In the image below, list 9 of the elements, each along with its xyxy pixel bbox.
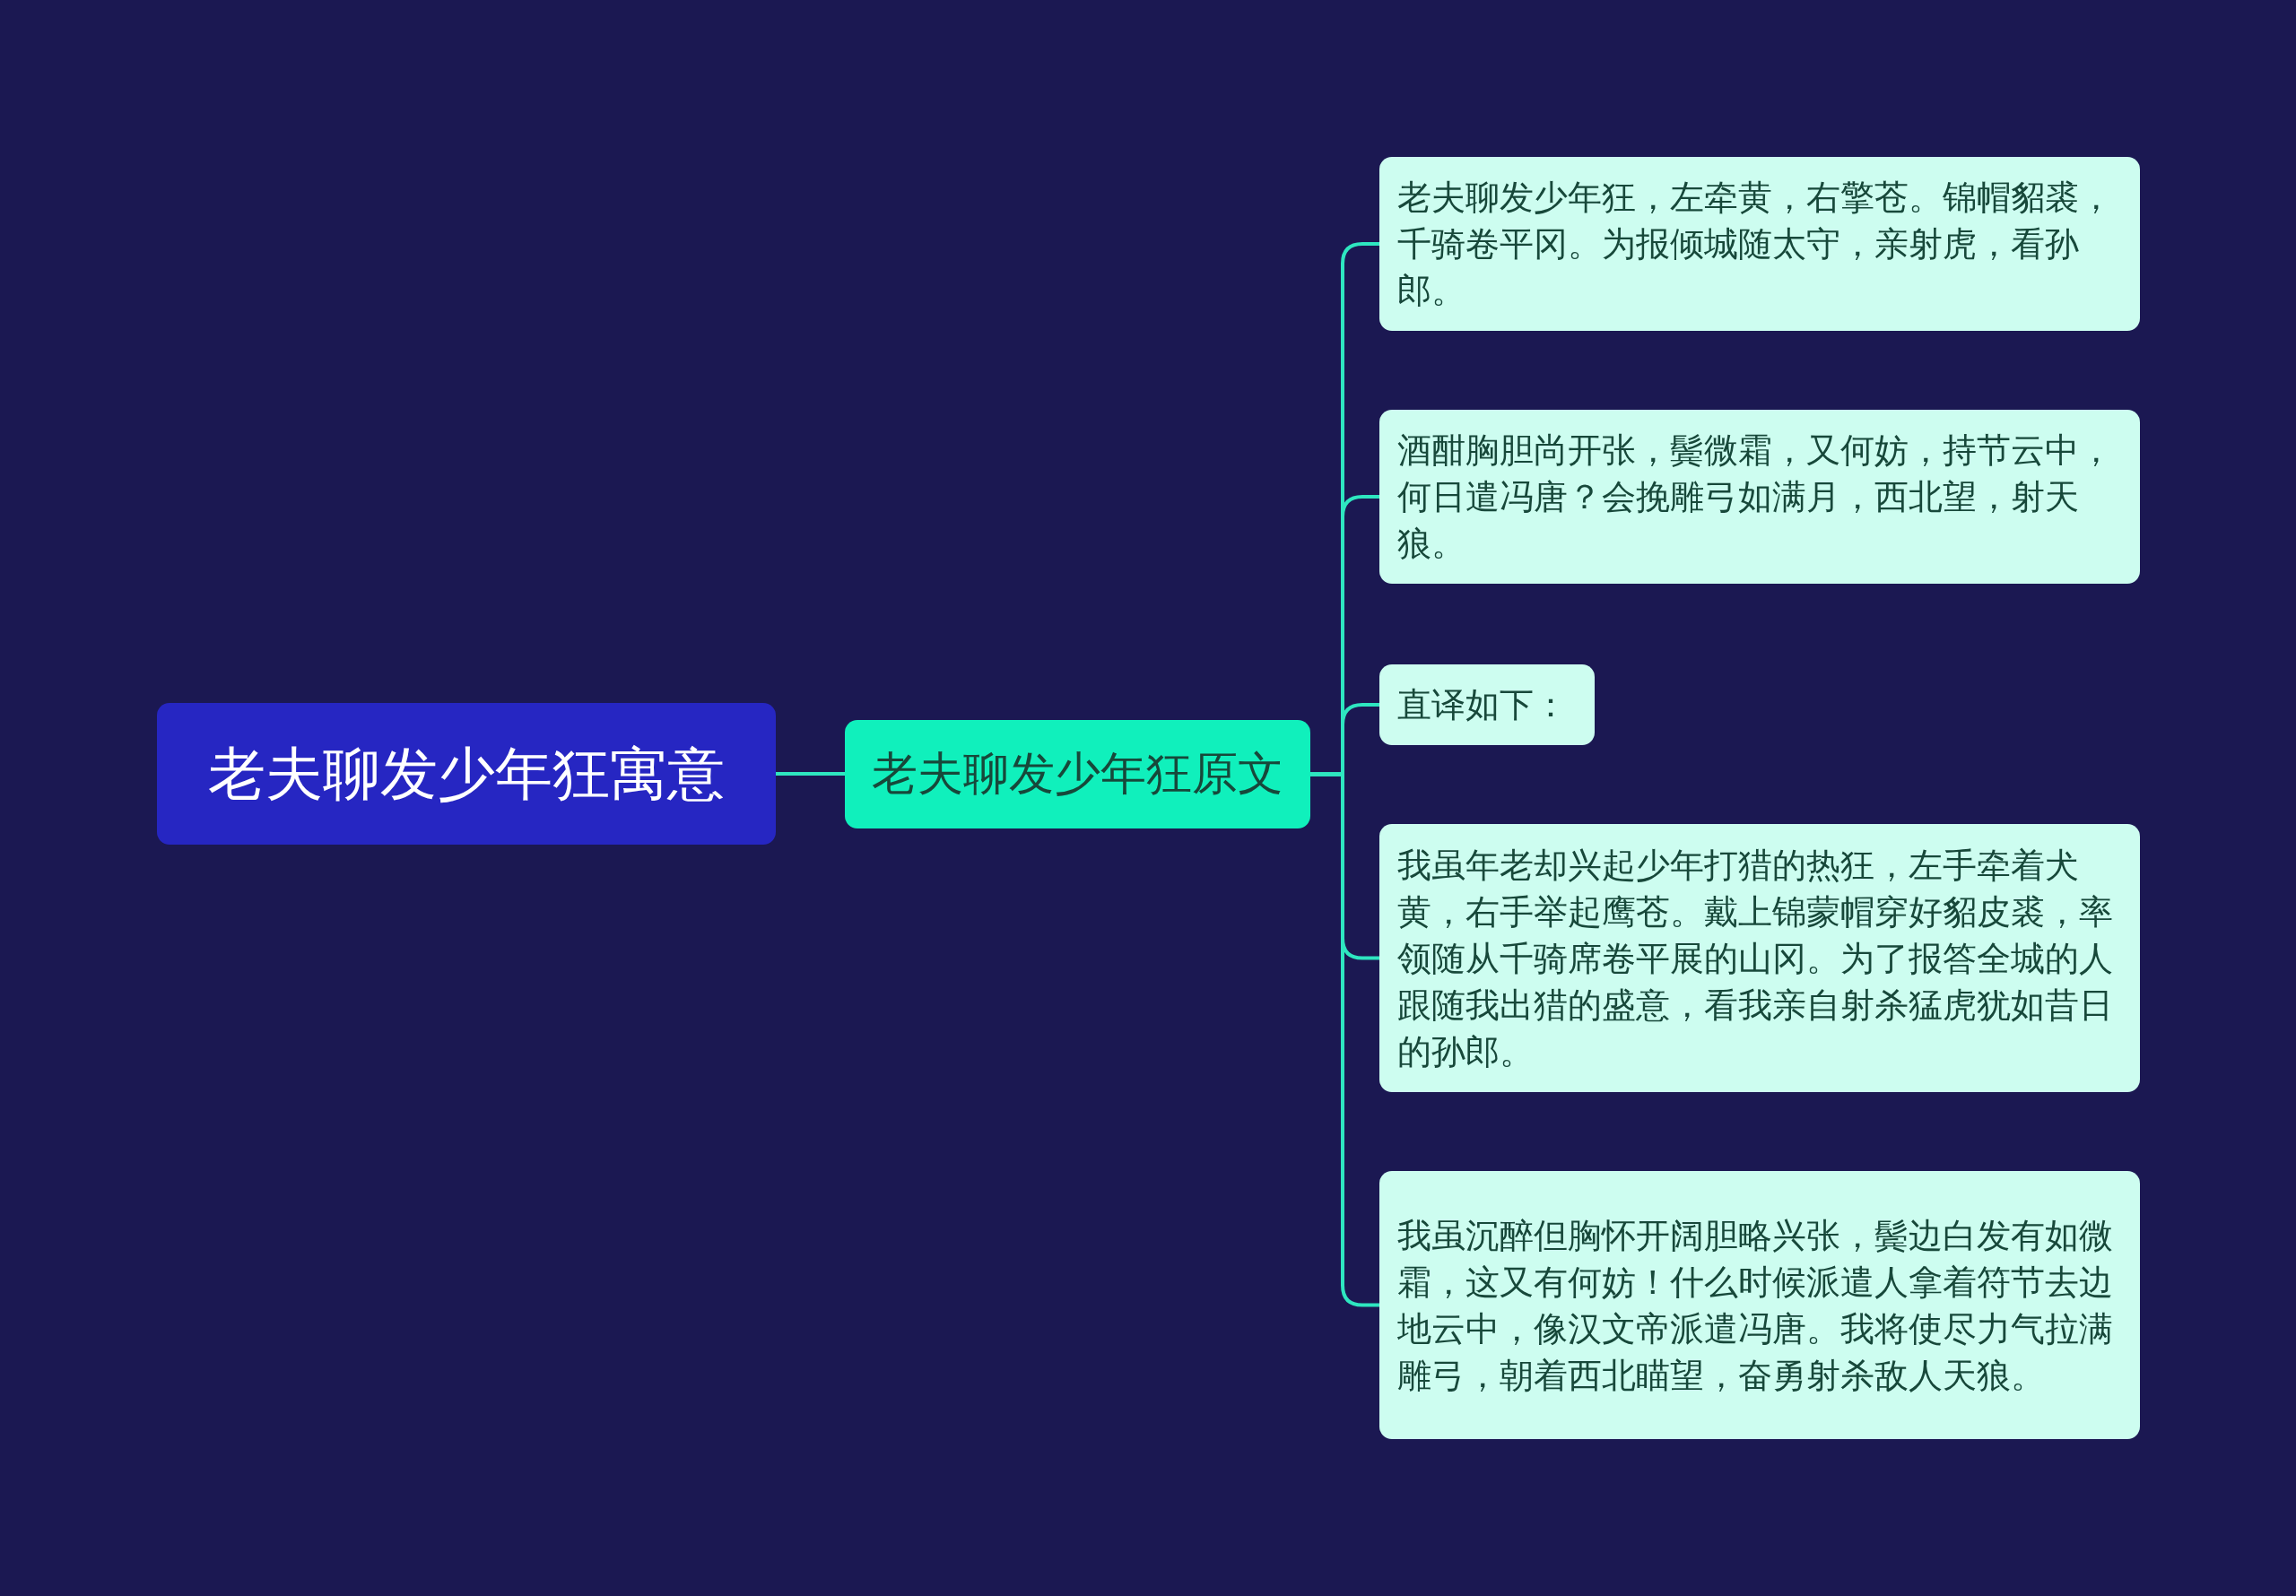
topic-box: 老夫聊发少年狂原文 [845,720,1310,828]
connector-line [1310,772,1379,1307]
text-box: 酒酣胸胆尚开张，鬓微霜，又何妨，持节云中，何日遣冯唐？会挽雕弓如满月，西北望，射天狼。 [1379,410,2140,584]
text-box: 我虽年老却兴起少年打猎的热狂，左手牵着犬黄，右手举起鹰苍。戴上锦蒙帽穿好貂皮裘，率领随从千骑席卷平展的山冈。为了报答全城的人跟随我出猎的盛意，看我亲自射杀猛虎犹如昔日的孙郎。 [1379,824,2140,1092]
connector-line [776,772,845,776]
text-box: 直译如下： [1379,664,1595,745]
root-topic-box: 老夫聊发少年狂寓意 [157,703,776,845]
text-box: 我虽沉醉但胸怀开阔胆略兴张，鬓边白发有如微霜，这又有何妨！什么时候派遣人拿着符节去边地云中，像汉文帝派遣冯唐。我将使尽力气拉满雕弓，朝着西北瞄望，奋勇射杀敌人天狼。 [1379,1171,2140,1439]
text-box: 老夫聊发少年狂，左牵黄，右擎苍。锦帽貂裘，千骑卷平冈。为报倾城随太守，亲射虎，看孙郎。 [1379,157,2140,331]
